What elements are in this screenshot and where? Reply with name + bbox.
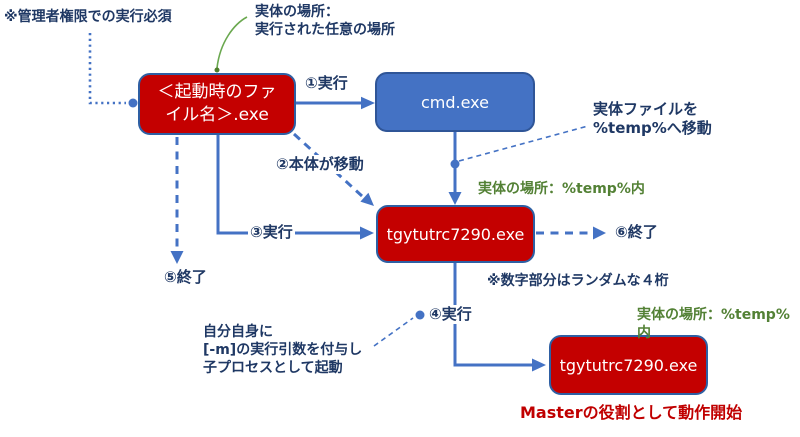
connector-dot [128,98,138,108]
step3-label: ③実行 [248,223,295,243]
note-location-temp-1: 実体の場所：%temp%内 [478,181,645,197]
step5-label: ⑤終了 [164,268,207,286]
note-location-temp-2: 実体の場所：%temp%内 [637,307,790,341]
note-location-any: 実体の場所： 実行された任意の場所 [255,4,395,38]
note-self-args: 自分自身に [-m]の実行引数を付与し 子プロセスとして起動 [203,324,363,376]
admin-dotted-connector [88,33,138,108]
note-move-to-temp: 実体ファイルを %temp%へ移動 [593,100,712,138]
self-args-leader [373,310,425,347]
arrow-step1 [296,96,375,110]
arrow-step6 [536,226,606,240]
node-startup-exe: ＜起動時のファ イル名＞.exe [138,73,296,135]
arrow-step3 [216,135,374,240]
node-tgytutrc-exe: tgytutrc7290.exe [376,205,535,263]
note-master-role: Masterの役割として動作開始 [520,403,743,422]
step6-label: ⑥終了 [615,223,658,241]
node-cmd-exe: cmd.exe [375,72,535,132]
arrow-cmd-down [448,132,462,205]
note-random-digits: ※数字部分はランダムな４桁 [487,273,669,289]
step1-label: ①実行 [305,74,348,92]
note-admin-required: ※管理者権限での実行必須 [4,9,172,25]
arrow-step5 [170,137,184,264]
connector-dot [450,159,460,169]
connector-dot [415,310,425,320]
location-callout-leader [214,16,248,73]
node-tgytutrc-master-exe: tgytutrc7290.exe [549,335,708,395]
step2-label: ②本体が移動 [274,155,366,175]
step4-label: ④実行 [427,305,474,325]
